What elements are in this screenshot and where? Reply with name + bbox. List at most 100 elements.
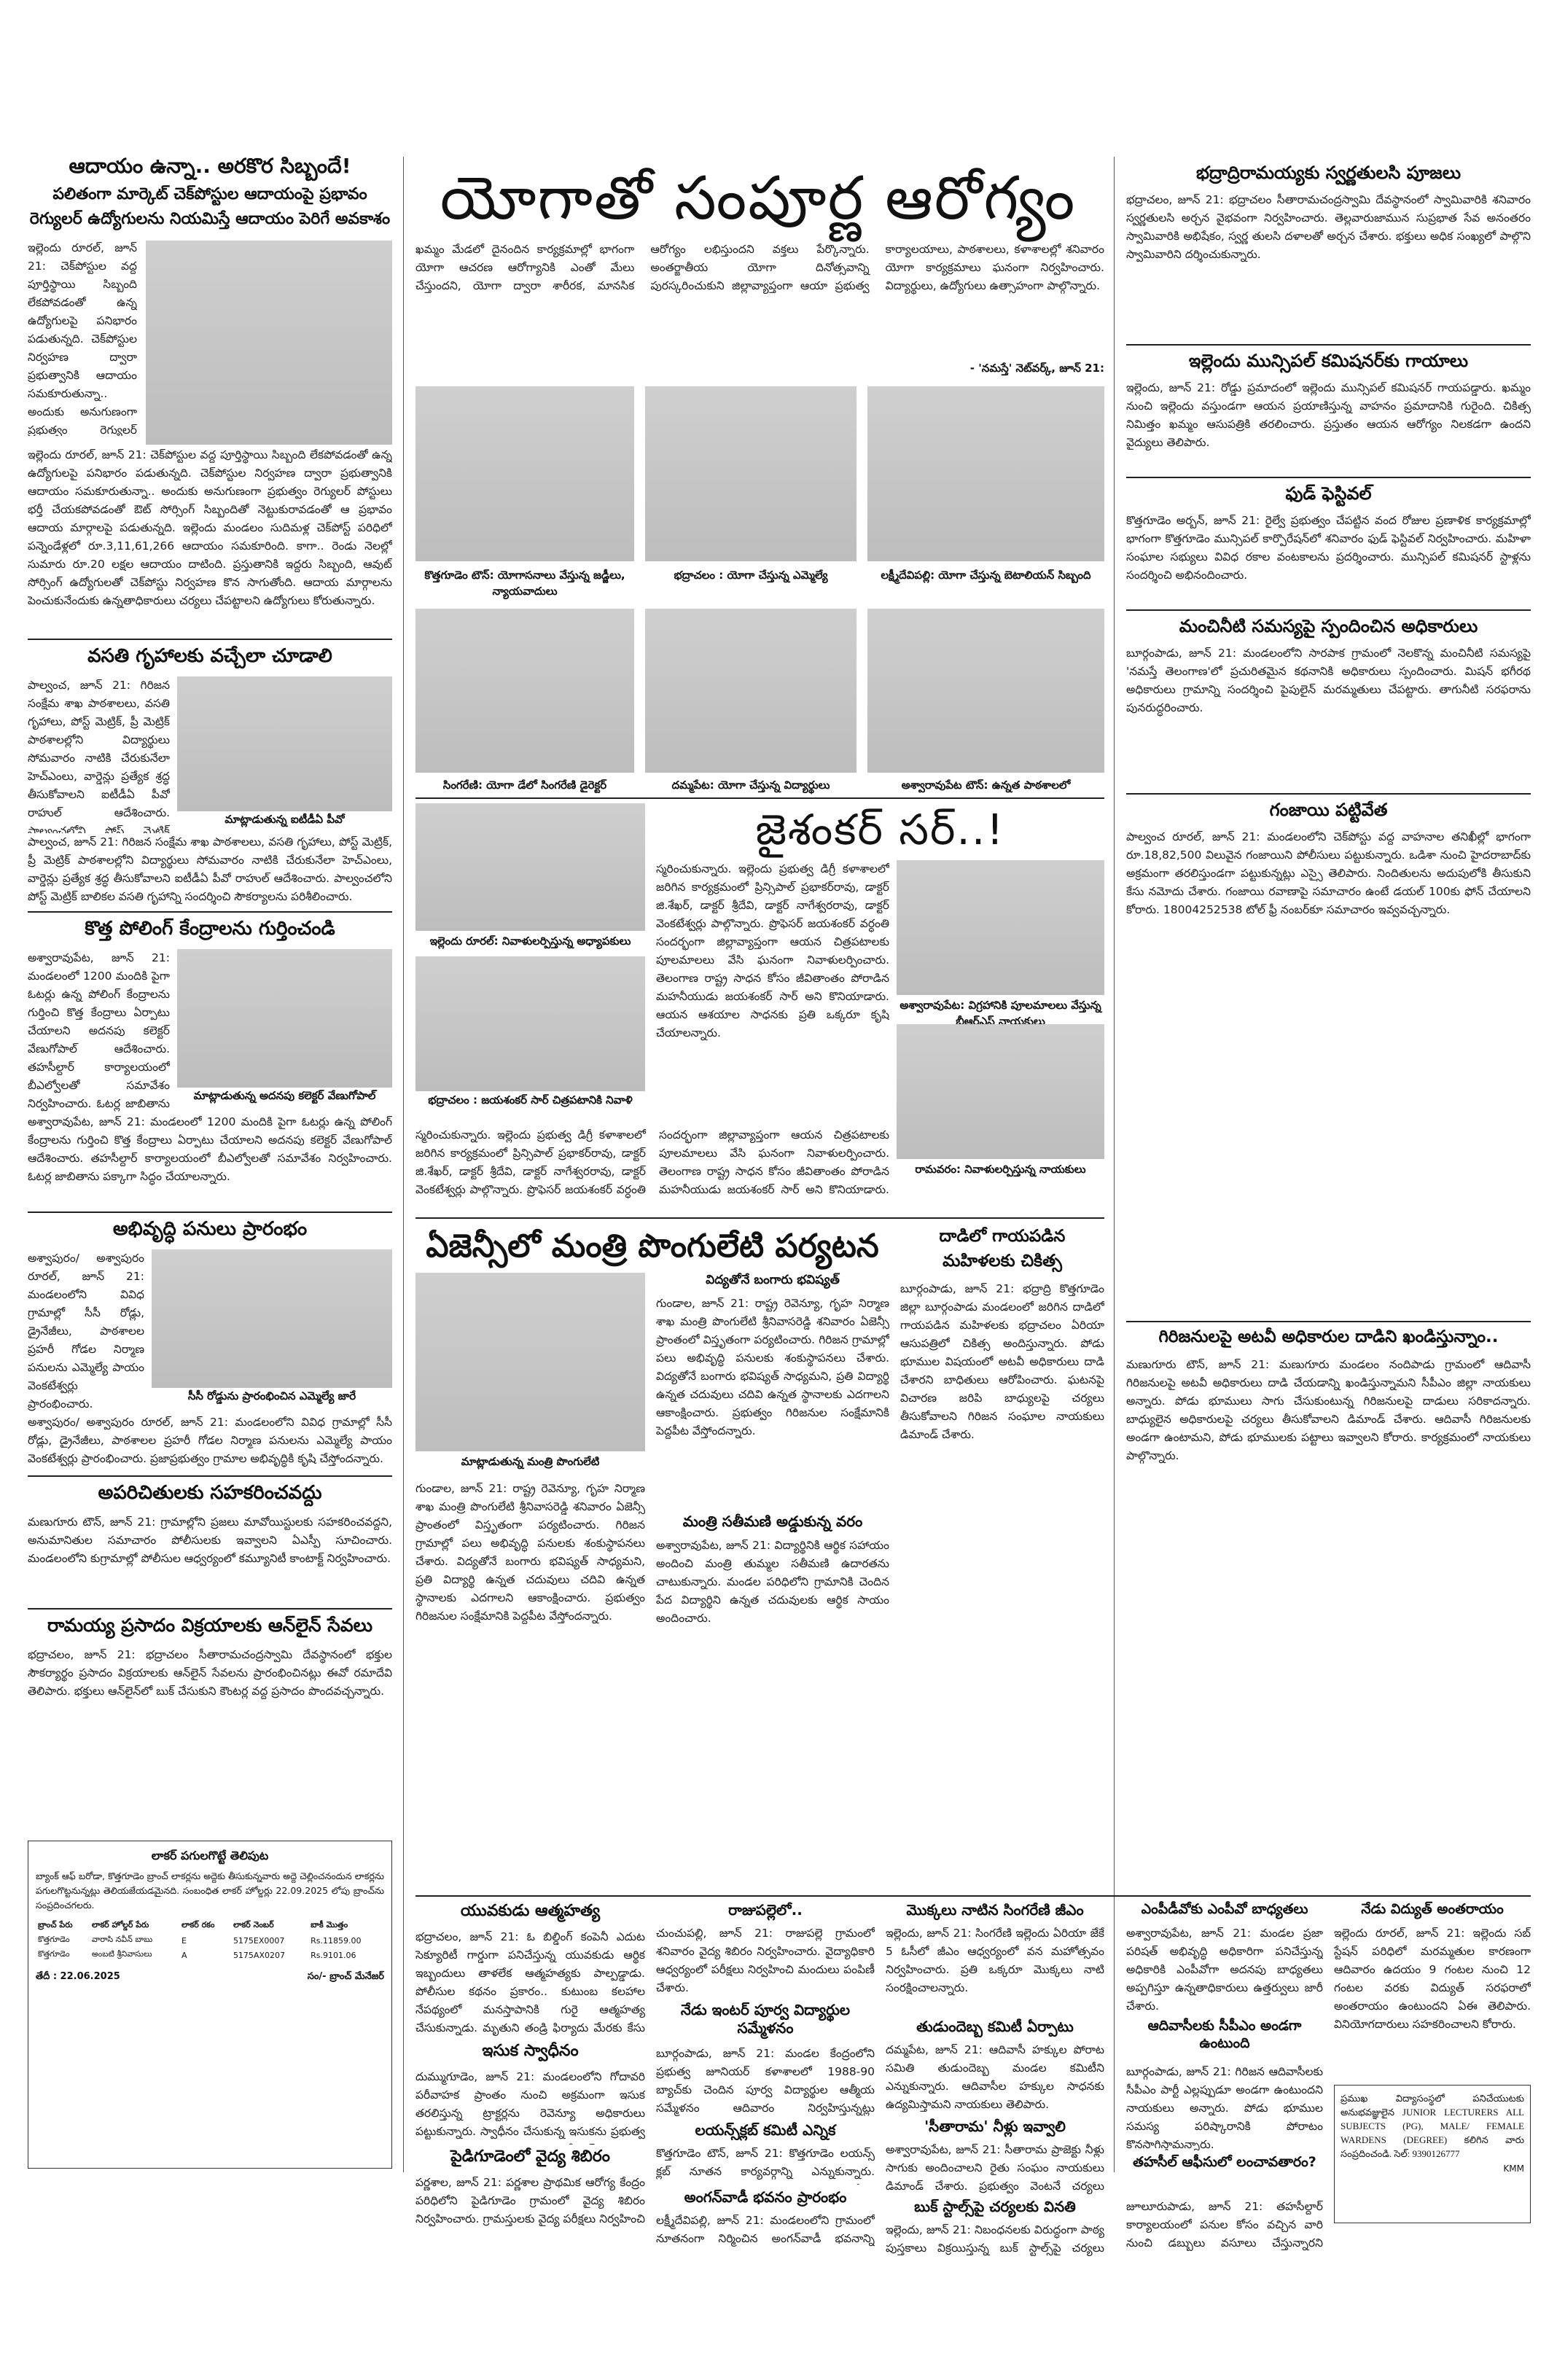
article-headline: పైడిగూడెంలో వైద్య శిబిరం	[450, 2147, 610, 2166]
table-header: లాకర్ రకం	[181, 1920, 215, 1930]
table-cell: 5175AX0207	[233, 1950, 285, 1960]
ad-sig: KMM	[1503, 2164, 1524, 2174]
photo-caption: ఇల్లెందు రూరల్: నివాళులర్పిస్తున్న అధ్యా…	[429, 935, 631, 948]
article-body: పాల్వంచ రూరల్, జూన్ 21: మండలంలోని చెక్‌ప…	[1126, 830, 1531, 916]
divider	[1126, 1321, 1531, 1322]
article-photo	[897, 860, 1104, 995]
article-headline: మహిళలకు చికిత్స	[943, 1252, 1062, 1271]
article-body: జూలూరుపాడు, జూన్ 21: తహసీల్దార్ కార్యాలయ…	[1126, 2200, 1323, 2250]
article-body: బూర్గంపాడు, జూన్ 21: మండల కేంద్రంలోని ప్…	[656, 2047, 875, 2115]
photo-caption: భద్రాచలం : జయశంకర్ సార్ చిత్రపటానికి నివ…	[428, 1093, 633, 1107]
article-headline: యువకుడు ఆత్మహత్య	[460, 1902, 601, 1920]
divider	[415, 1895, 1531, 1897]
divider	[1126, 344, 1531, 346]
article-body: పాల్వంచ, జూన్ 21: గిరిజన సంక్షేమ శాఖ పాఠ…	[28, 679, 170, 833]
article-body: భద్రాచలం, జూన్ 21: ఓ బిల్డింగ్‌ కంపెనీ ఎ…	[415, 1930, 645, 2034]
article-body: కొత్తగూడెం టౌన్, జూన్ 21: కొత్తగూడెం లయన…	[656, 2147, 875, 2185]
article-photo	[146, 241, 392, 445]
divider	[1126, 793, 1531, 795]
article-body: అశ్వాపురం/ అశ్వాపురం రూరల్, జూన్ 21: మండ…	[28, 1252, 144, 1411]
article-body: ఇల్లెందు, జూన్ 21: రోడ్డు ప్రమాదంలో ఇల్ల…	[1126, 381, 1531, 449]
table-cell: కొత్తగూడెం	[38, 1935, 70, 1944]
column-rule	[1114, 157, 1115, 2172]
banner-headline: యోగాతో సంపూర్ణ ఆరోగ్యం	[440, 164, 1077, 233]
article-body-cont: స్మరించుకున్నారు. ఇల్లెందు ప్రభుత్వ డిగ్…	[415, 1128, 889, 1196]
table-row: కొత్తగూడెం వారాసి నవీన్ బాబు E 5175EX000…	[36, 1933, 384, 1948]
table-cell: Rs.11859.00	[311, 1935, 362, 1946]
table-cell: 5175EX0007	[233, 1935, 285, 1946]
article-headline: దాడిలో గాయపడిన	[939, 1227, 1066, 1246]
table-cell: Rs.9101.06	[311, 1950, 356, 1960]
article-body: బూర్గంపాడు, జూన్ 21: గిరిజన ఆదివాసీలకు స…	[1126, 2065, 1323, 2150]
article-headline: బుక్‌ స్టాల్స్‌పై చర్యలకు వినతి	[914, 2198, 1076, 2215]
article-deck: రెగ్యులర్ ఉద్యోగులను నియమిస్తే ఆదాయం పెర…	[29, 209, 391, 228]
ad-text: ప్రముఖ విద్యాసంస్థలో పనిచేయుటకు అనుభవజ్ఞ…	[1341, 2093, 1524, 2159]
article-headline: తుడుందెబ్బ కమిటీ ఏర్పాటు	[916, 2018, 1074, 2035]
divider	[28, 911, 392, 913]
article-body-cont: ఇల్లెందు రూరల్, జూన్ 21: చెక్‌పోస్టుల వద…	[28, 448, 392, 607]
article-body: లక్ష్మీదేవిపల్లి, జూన్ 21: మండలంలోని గ్ర…	[656, 2214, 875, 2245]
bank-notice: లాకర్ పగులగొట్టే తెలిపుట బ్యాంక్ ఆఫ్ బరో…	[28, 1841, 392, 2169]
classified-ad: ప్రముఖ విద్యాసంస్థలో పనిచేయుటకు అనుభవజ్ఞ…	[1334, 2085, 1531, 2223]
article-body: దుమ్ముగూడెం, జూన్ 21: మండలంలోని గోదావరి …	[415, 2070, 645, 2145]
table-cell: E	[181, 1935, 187, 1946]
article-headline: కొత్త పోలింగ్ కేంద్రాలను గుర్తించండి	[85, 918, 335, 940]
article-photo	[415, 609, 634, 773]
article-body-cont: అశ్వారావుపేట, జూన్ 21: మండలంలో 1200 మంది…	[28, 1115, 392, 1183]
article-body: గుండాల, జూన్ 21: రాష్ట్ర రెవెన్యూ, గృహ న…	[656, 1297, 889, 1437]
article-body: ఇల్లెందు రూరల్, జూన్ 21: ఇల్లెందు సబ్ స్…	[1334, 1927, 1531, 2031]
table-cell: కొత్తగూడెం	[38, 1949, 70, 1959]
article-photo	[177, 676, 392, 811]
photo-caption: రామవరం: నివాళులర్పిస్తున్న నాయకులు	[915, 1163, 1086, 1176]
article-headline: రామయ్య ప్రసాదం విక్రయాలకు ఆన్‌లైన్ సేవలు	[47, 1615, 373, 1636]
article-body: స్మరించుకున్నారు. ఇల్లెందు ప్రభుత్వ డిగ్…	[656, 862, 889, 1039]
article-photo	[415, 956, 645, 1091]
article-headline: భద్రాద్రిరామయ్యకు స్వర్ణతులసి పూజలు	[1195, 163, 1462, 183]
notice-title: లాకర్ పగులగొట్టే తెలిపుట	[151, 1849, 269, 1862]
article-body: దమ్మపేట, జూన్ 21: ఆదివాసీ హక్కుల పోరాట స…	[886, 2043, 1104, 2111]
article-deck: విద్యతోనే బంగారు భవిష్యత్	[706, 1273, 840, 1287]
article-body-cont: పాల్వంచ, జూన్ 21: గిరిజన సంక్షేమ శాఖ పాఠ…	[28, 835, 392, 903]
article-headline: నేడు విద్యుత్ అంతరాయం	[1361, 1901, 1504, 1917]
table-cell: అంబటి శ్రీనివాసులు	[91, 1949, 152, 1959]
photo-caption: కొత్తగూడెం టౌన్: యోగాసనాలు వేస్తున్న జడ్…	[424, 569, 625, 598]
divider	[28, 639, 392, 640]
article-headline: ఇసుక స్వాధీనం	[482, 2042, 579, 2060]
article-body: అశ్వారావుపేట, జూన్ 21: సీతారామ ప్రాజెక్ట…	[886, 2143, 1104, 2193]
article-body: కొత్తగూడెం అర్బన్, జూన్ 21: రైల్వే ప్రభు…	[1126, 514, 1531, 582]
article-body: చుంచుపల్లి, జూన్ 21: రాజుపల్లె గ్రామంలో …	[656, 1927, 875, 1994]
article-body: అశ్వారావుపేట, జూన్ 21: మండలంలో 1200 మంది…	[28, 951, 170, 1110]
divider	[1126, 477, 1531, 478]
article-deck: పలితంగా మార్కెట్ చెక్‌పోస్టుల ఆదాయంపై ప్…	[52, 185, 367, 203]
article-body: మణుగూరు టౌన్, జూన్ 21: గ్రామాల్లోని ప్రజ…	[28, 1515, 392, 1565]
byline: - 'నమస్తే' నెట్‌వర్క్, జూన్ 21:	[969, 362, 1104, 375]
article-headline: ఎంపీడీవోకు ఎంపీవో బాధ్యతలు	[1141, 1901, 1308, 1917]
notice-footer: తేదీ : 22.06.2025 సం/- బ్రాంచ్ మేనేజర్	[36, 1971, 384, 1984]
article-photo	[897, 1024, 1104, 1159]
col-left: ఆదాయం ఉన్నా.. అరకొర సిబ్బందే! పలితంగా మా…	[28, 153, 392, 229]
article-photo	[152, 1249, 392, 1388]
table-row: కొత్తగూడెం అంబటి శ్రీనివాసులు A 5175AX02…	[36, 1948, 384, 1962]
column-rule	[403, 157, 404, 2172]
notice-sign: సం/- బ్రాంచ్ మేనేజర్	[307, 1971, 384, 1982]
article-headline: ఏజెన్సీలో మంత్రి పొంగులేటి పర్యటన	[426, 1228, 879, 1265]
table-header: బ్రాంచ్ పేరు	[38, 1920, 73, 1930]
photo-caption: మాట్లాడుతున్న మంత్రి పొంగులేటి	[461, 1455, 600, 1468]
article-headline: జైశంకర్ సర్..!	[755, 805, 1005, 854]
notice-date: తేదీ : 22.06.2025	[36, 1971, 120, 1982]
photo-caption: సింగరేణి: యోగా డేలో సింగరేణి డైరెక్టర్	[442, 779, 607, 792]
article-photo	[867, 386, 1104, 561]
divider	[415, 1217, 1104, 1219]
article-headline: అంగన్‌వాడీ భవనం ప్రారంభం	[684, 2188, 847, 2206]
divider	[28, 1212, 392, 1213]
article-body: ఖమ్మం మేడలో దైనందిన కార్యక్రమాల్లో భాగంగ…	[415, 243, 1104, 292]
divider	[28, 1475, 392, 1477]
table-header-row: బ్రాంచ్ పేరు లాకర్ హోల్డర్ పేరు లాకర్ రక…	[36, 1919, 384, 1933]
photo-caption: భద్రాచలం : యోగా చేస్తున్న ఎమ్మెల్యే	[674, 569, 828, 582]
article-headline: మంచినీటి సమస్యపై స్పందించిన అధికారులు	[1179, 616, 1478, 636]
article-headline: రాజుపల్లెలో..	[728, 1901, 803, 1919]
table-cell: వారాసి నవీన్ బాబు	[91, 1935, 153, 1944]
divider	[1126, 609, 1531, 611]
article-body: పర్ణశాల, జూన్ 21: పర్ణశాల ప్రాథమిక ఆరోగ్…	[415, 2176, 645, 2225]
